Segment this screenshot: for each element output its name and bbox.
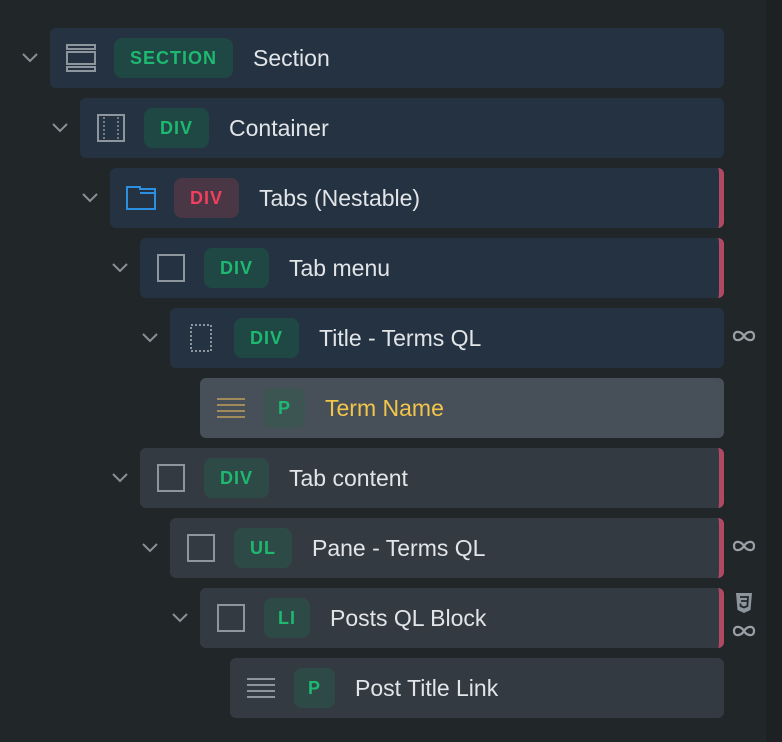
tag-badge: DIV: [234, 318, 300, 358]
tree-item-posts-ql-block[interactable]: LI Posts QL Block: [200, 588, 724, 648]
tree-item-tabs-nestable[interactable]: DIV Tabs (Nestable): [110, 168, 724, 228]
tag-badge: P: [294, 668, 336, 708]
element-label: Container: [229, 114, 329, 141]
block-icon: [156, 463, 186, 493]
tree-item-term-name[interactable]: P Term Name: [200, 378, 724, 438]
css3-icon: [735, 592, 753, 619]
tree-item-title-terms-ql[interactable]: DIV Title - Terms QL: [170, 308, 724, 368]
chevron-down-icon[interactable]: [138, 536, 162, 560]
block-icon: [186, 533, 216, 563]
block-icon: [216, 603, 246, 633]
chevron-down-icon[interactable]: [138, 326, 162, 350]
element-label: Post Title Link: [355, 674, 499, 701]
tree-item-container[interactable]: DIV Container: [80, 98, 724, 158]
chevron-down-icon[interactable]: [78, 186, 102, 210]
tag-badge: DIV: [144, 108, 210, 148]
tag-badge: DIV: [204, 458, 270, 498]
chevron-down-icon[interactable]: [18, 46, 42, 70]
folder-icon: [126, 183, 156, 213]
tree-item-section[interactable]: SECTION Section: [50, 28, 724, 88]
chevron-down-icon[interactable]: [108, 466, 132, 490]
div-dotted-icon: [186, 323, 216, 353]
tree-row: DIV Tab content: [0, 448, 766, 508]
tree-row: SECTION Section: [0, 28, 766, 88]
scrollbar[interactable]: [766, 0, 782, 742]
container-icon: [96, 113, 126, 143]
text-icon: [246, 673, 276, 703]
text-icon: [216, 393, 246, 423]
tree-row: P Post Title Link: [0, 658, 766, 718]
tree-row: DIV Title - Terms QL: [0, 308, 766, 368]
tag-badge: UL: [234, 528, 292, 568]
block-icon: [156, 253, 186, 283]
tag-badge: DIV: [174, 178, 240, 218]
tree-row: DIV Container: [0, 98, 766, 158]
element-label: Title - Terms QL: [319, 324, 482, 351]
tree-row: UL Pane - Terms QL: [0, 518, 766, 578]
tree-item-tab-menu[interactable]: DIV Tab menu: [140, 238, 724, 298]
tree-item-pane-terms-ql[interactable]: UL Pane - Terms QL: [170, 518, 724, 578]
element-label: Term Name: [325, 394, 444, 421]
element-label: Tabs (Nestable): [259, 184, 421, 211]
tree-item-tab-content[interactable]: DIV Tab content: [140, 448, 724, 508]
structure-navigator: SECTION Section DIV Container DIV Tabs (…: [0, 28, 766, 718]
infinity-loop-icon: [731, 538, 757, 559]
section-icon: [66, 43, 96, 73]
element-label: Tab menu: [289, 254, 391, 281]
row-indicators: [730, 590, 758, 646]
element-label: Posts QL Block: [330, 604, 487, 631]
element-label: Tab content: [289, 464, 408, 491]
infinity-loop-icon: [731, 328, 757, 349]
element-label: Section: [253, 44, 330, 71]
row-indicators: [730, 518, 758, 578]
chevron-down-icon[interactable]: [108, 256, 132, 280]
tag-badge: LI: [264, 598, 310, 638]
row-indicators: [730, 308, 758, 368]
tree-row: LI Posts QL Block: [0, 588, 766, 648]
tree-row: P Term Name: [0, 378, 766, 438]
tree-row: DIV Tab menu: [0, 238, 766, 298]
tag-badge: SECTION: [114, 38, 234, 78]
element-label: Pane - Terms QL: [312, 534, 486, 561]
tag-badge: DIV: [204, 248, 270, 288]
chevron-down-icon[interactable]: [168, 606, 192, 630]
infinity-loop-icon: [731, 623, 757, 644]
tree-item-post-title-link[interactable]: P Post Title Link: [230, 658, 724, 718]
tree-row: DIV Tabs (Nestable): [0, 168, 766, 228]
chevron-down-icon[interactable]: [48, 116, 72, 140]
tag-badge: P: [264, 388, 306, 428]
